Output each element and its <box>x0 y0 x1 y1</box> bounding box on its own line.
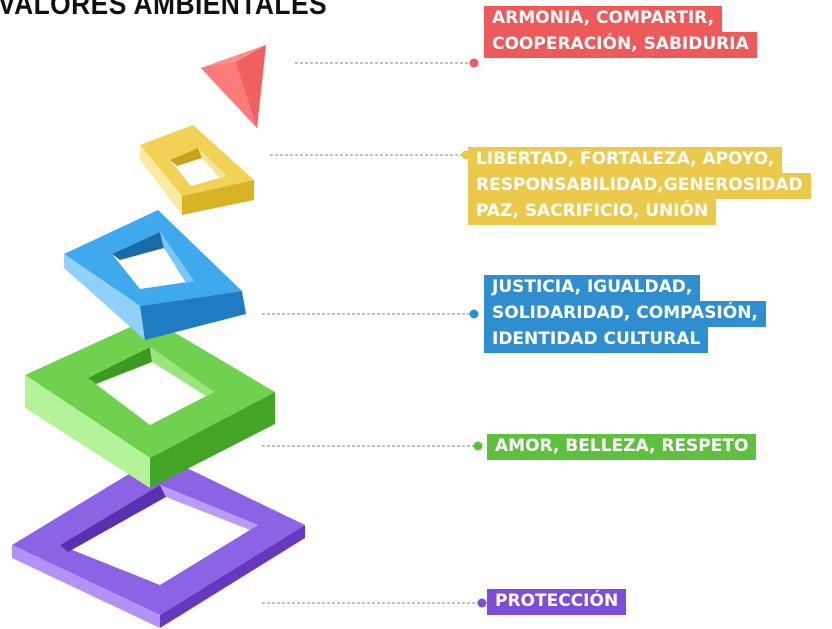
label-level-1-line-2: COOPERACIÓN, SABIDURIA <box>484 32 757 58</box>
pyramid-level-yellow <box>140 125 254 215</box>
label-level-2-line-2: RESPONSABILIDAD,GENEROSIDAD <box>468 173 811 199</box>
pyramid-level-blue <box>64 210 246 340</box>
connector-dot-level-1 <box>469 58 479 68</box>
label-level-2: LIBERTAD, FORTALEZA, APOYO, RESPONSABILI… <box>468 147 811 225</box>
pyramid-level-purple <box>12 455 305 628</box>
label-level-3-line-2: SOLIDARIDAD, COMPASIÓN, <box>484 301 766 327</box>
label-level-3-line-3: IDENTIDAD CULTURAL <box>484 327 709 353</box>
page-title: VALORES AMBIENTALES <box>0 0 328 21</box>
label-level-3-line-1: JUSTICIA, IGUALDAD, <box>484 275 701 301</box>
label-level-1: ARMONIA, COMPARTIR, COOPERACIÓN, SABIDUR… <box>484 6 757 58</box>
label-level-4: AMOR, BELLEZA, RESPETO <box>487 434 757 460</box>
connector-dot-level-5 <box>477 598 487 608</box>
connector-dot-level-3 <box>469 309 479 319</box>
connector-lines <box>262 62 478 604</box>
pyramid-level-green <box>25 318 275 488</box>
label-level-5-line-1: PROTECCIÓN <box>487 589 627 615</box>
label-level-2-line-3: PAZ, SACRIFICIO, UNIÓN <box>468 199 717 225</box>
connector-dots <box>461 58 487 608</box>
label-level-4-line-1: AMOR, BELLEZA, RESPETO <box>487 434 757 460</box>
label-level-5: PROTECCIÓN <box>487 589 627 615</box>
pyramid-level-red <box>201 45 266 128</box>
label-level-1-line-1: ARMONIA, COMPARTIR, <box>484 6 723 32</box>
connector-dot-level-4 <box>473 441 483 451</box>
label-level-2-line-1: LIBERTAD, FORTALEZA, APOYO, <box>468 147 783 173</box>
label-level-3: JUSTICIA, IGUALDAD, SOLIDARIDAD, COMPASI… <box>484 275 766 353</box>
